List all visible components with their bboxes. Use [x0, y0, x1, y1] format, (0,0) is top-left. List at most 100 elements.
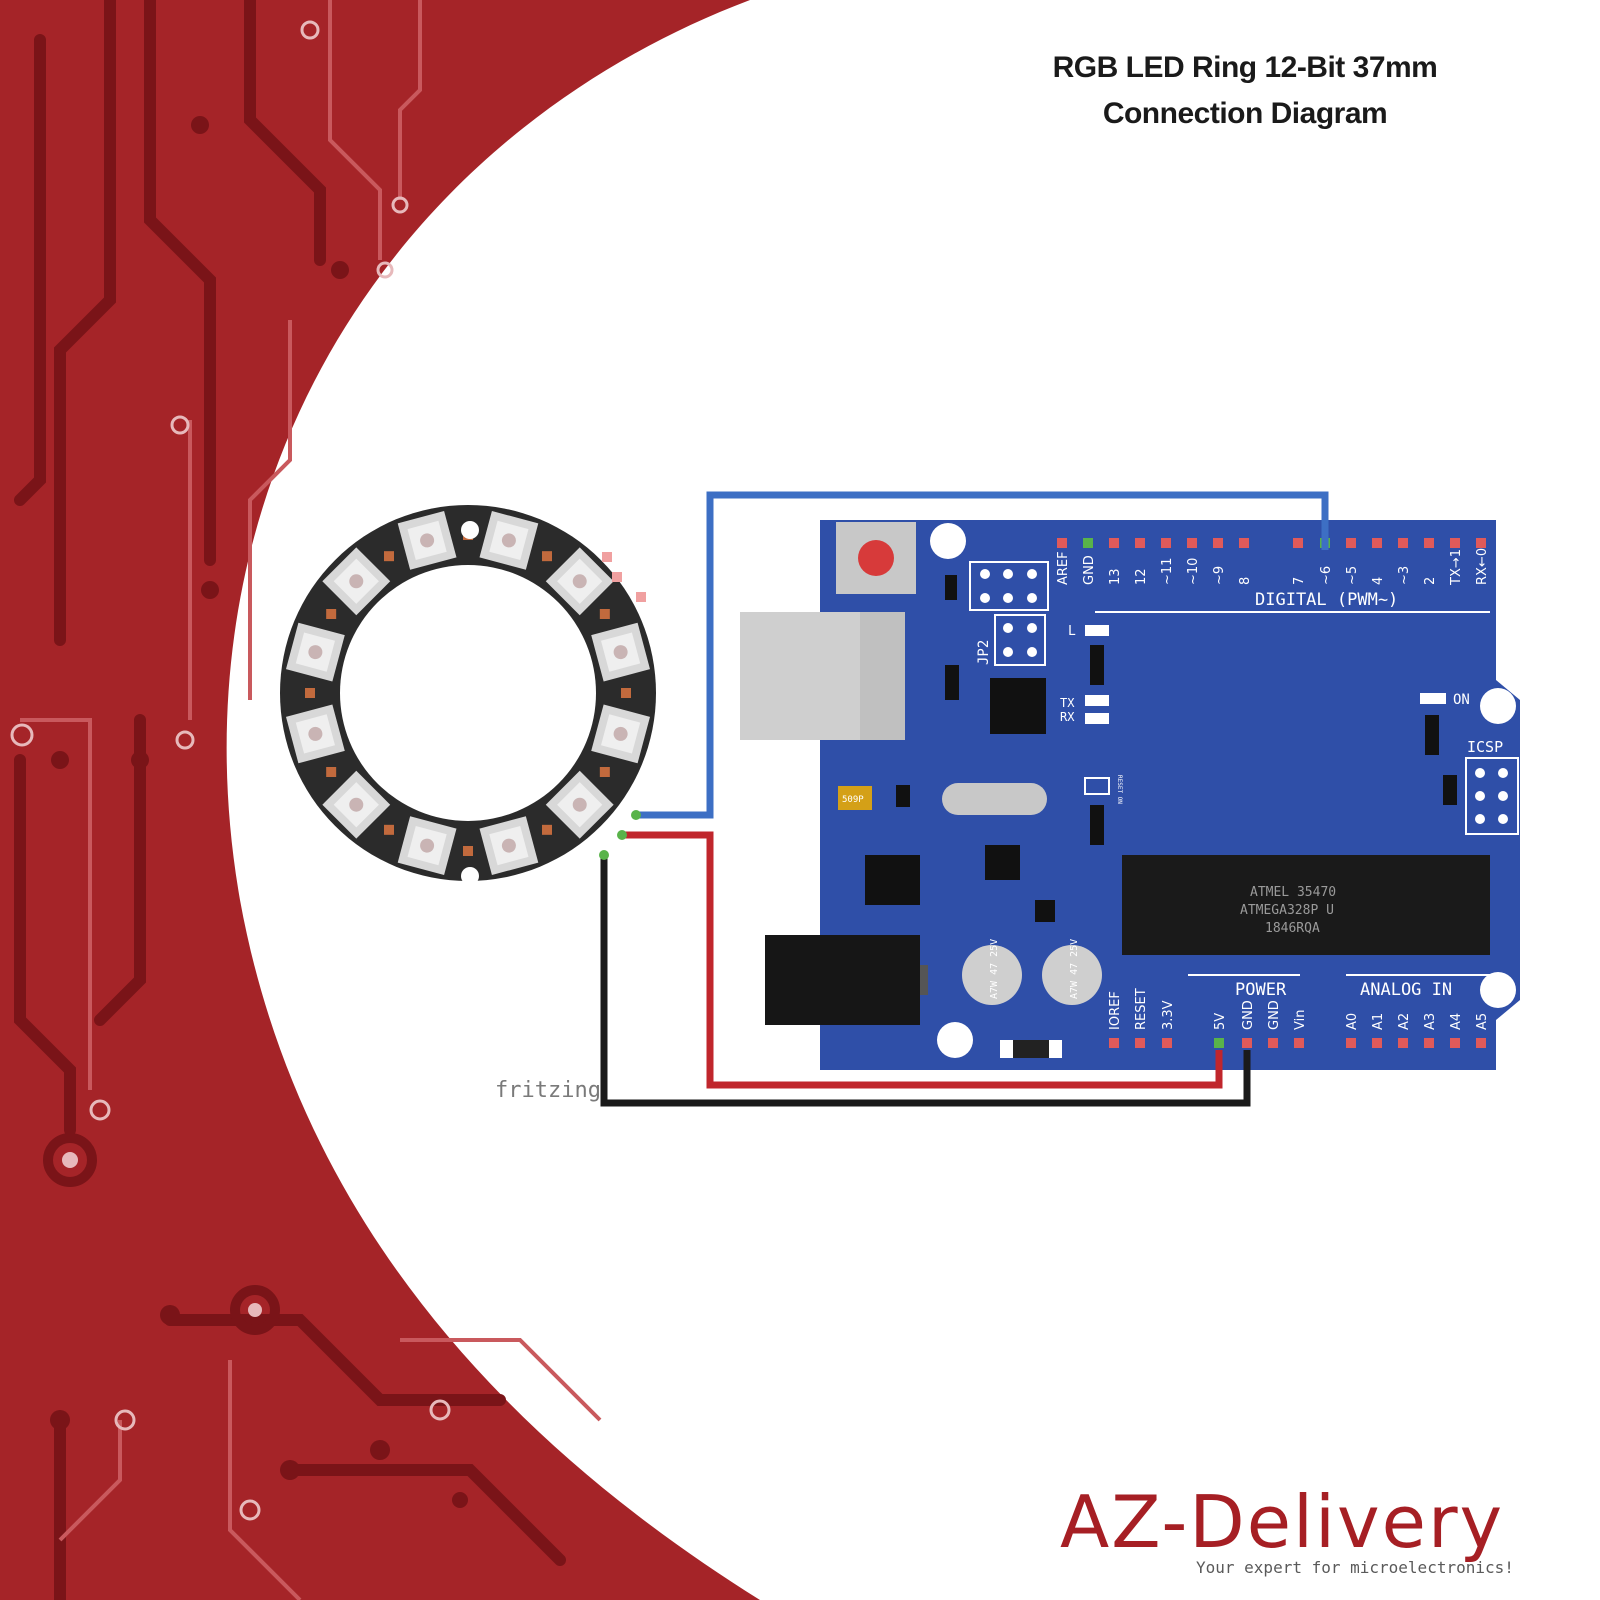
jp2-header: JP2: [969, 561, 1049, 666]
power-pin-label: 3.3V: [1161, 1000, 1176, 1030]
power-header-label: POWER: [1235, 980, 1287, 1000]
ring-smd-cap: [599, 767, 610, 777]
ring-smd-cap: [542, 824, 552, 835]
l-led-label: L: [1068, 624, 1076, 639]
ring-led: [479, 510, 539, 570]
power-pin: [1162, 1038, 1172, 1048]
brand-logo: AZ-Delivery Your expert for microelectro…: [1060, 1482, 1560, 1582]
power-pin: [1242, 1038, 1252, 1048]
digital-pin-label: ~3: [1397, 566, 1412, 585]
analog-pin: [1346, 1038, 1356, 1048]
digital-pin-label: 13: [1108, 568, 1123, 585]
on-label: ON: [1453, 692, 1470, 708]
digital-pin-label: TX→1: [1449, 549, 1464, 586]
svg-text:ATMEL 35470: ATMEL 35470: [1250, 885, 1336, 900]
digital-pin-label: 4: [1371, 577, 1386, 585]
ring-smd-cap: [326, 609, 337, 619]
analog-pin-label: A1: [1371, 1013, 1386, 1030]
analog-pin: [1398, 1038, 1408, 1048]
svg-text:509P: 509P: [842, 795, 864, 805]
title-line-2: Connection Diagram: [1102, 97, 1388, 130]
digital-pin: [1187, 538, 1197, 548]
ring-smd-cap: [384, 551, 394, 562]
digital-pin-label: ~9: [1212, 566, 1227, 585]
analog-pin-label: A4: [1449, 1013, 1464, 1030]
dc-jack: [765, 935, 928, 1025]
digital-pin-label: ~5: [1345, 566, 1360, 585]
svg-text:1846RQA: 1846RQA: [1265, 921, 1320, 936]
digital-pin: [1057, 538, 1067, 548]
digital-pin: [1424, 538, 1434, 548]
digital-pin: [1161, 538, 1171, 548]
digital-pin-label: RX←0: [1475, 548, 1490, 585]
ring-smd-cap: [326, 767, 337, 777]
ring-smd-cap: [305, 688, 315, 698]
analog-pin: [1476, 1038, 1486, 1048]
diagram-title: RGB LED Ring 12-Bit 37mm Connection Diag…: [985, 45, 1505, 137]
power-pin-label: IOREF: [1108, 991, 1123, 1030]
digital-pin-label: 12: [1134, 568, 1149, 585]
ring-led: [591, 622, 651, 682]
digital-pin: [1239, 538, 1249, 548]
title-line-1: RGB LED Ring 12-Bit 37mm: [1052, 51, 1438, 84]
brand-name: AZ-Delivery: [1060, 1480, 1505, 1564]
analog-pin-label: A2: [1397, 1013, 1412, 1030]
smd-components: [865, 575, 1457, 922]
power-pin: [1109, 1038, 1119, 1048]
ring-led: [397, 816, 457, 876]
power-pin: [1135, 1038, 1145, 1048]
digital-pin-label: ~6: [1319, 566, 1334, 585]
fritzing-watermark: fritzing: [495, 1078, 601, 1103]
ground-wire: [600, 855, 1251, 1107]
digital-pin-label: ~11: [1160, 558, 1175, 585]
usb-port: [740, 612, 905, 740]
digital-pin: [1213, 538, 1223, 548]
digital-pin-label: ~10: [1186, 558, 1201, 585]
ring-led: [285, 704, 345, 764]
analog-pin: [1450, 1038, 1460, 1048]
svg-text:RESET ON: RESET ON: [1116, 775, 1123, 804]
digital-pin: [1346, 538, 1356, 548]
power-pin-label: GND: [1241, 1000, 1256, 1030]
power-pin: [1214, 1038, 1224, 1048]
microcontroller-chip: ATMEL 35470 ATMEGA328P U 1846RQA: [1122, 855, 1490, 955]
tx-label: TX: [1060, 696, 1075, 710]
analog-pin: [1424, 1038, 1434, 1048]
wires: [599, 491, 1329, 1107]
svg-text:ATMEGA328P U: ATMEGA328P U: [1240, 903, 1334, 918]
digital-pin: [1109, 538, 1119, 548]
brand-tagline: Your expert for microelectronics!: [1196, 1558, 1514, 1577]
power-pin-label: RESET: [1134, 988, 1149, 1030]
digital-header-label: DIGITAL (PWM~): [1255, 590, 1398, 610]
power-pin-label: GND: [1267, 1000, 1282, 1030]
ring-leds: [285, 510, 651, 876]
svg-text:ICSP: ICSP: [1467, 738, 1503, 756]
ring-smd-cap: [599, 609, 610, 619]
svg-text:A7W 47 25V: A7W 47 25V: [1069, 939, 1080, 999]
digital-pin: [1293, 538, 1303, 548]
reset-button: [836, 522, 916, 594]
red-circuit-background: [0, 0, 760, 1600]
digital-pin-label: 2: [1423, 577, 1438, 585]
jp2-label: JP2: [976, 640, 992, 665]
analog-pin: [1372, 1038, 1382, 1048]
digital-pin: [1450, 538, 1460, 548]
digital-pin-label: 8: [1238, 577, 1253, 585]
analog-header-label: ANALOG IN: [1360, 980, 1452, 1000]
ring-led: [591, 704, 651, 764]
digital-pin: [1372, 538, 1382, 548]
ring-led: [397, 510, 457, 570]
analog-pin-label: A3: [1423, 1013, 1438, 1030]
analog-pin-label: A0: [1345, 1013, 1360, 1030]
power-pin-label: Vin: [1293, 1010, 1308, 1030]
arduino-uno-board: JP2 509P A7W 47 25V A7W 47 25V ATMEL 354…: [740, 520, 1520, 1070]
digital-pin: [1398, 538, 1408, 548]
rgb-led-ring: [280, 505, 656, 885]
data-wire: [636, 491, 1329, 819]
power-wire: [622, 831, 1223, 1089]
power-pin: [1294, 1038, 1304, 1048]
digital-pin-label: AREF: [1056, 551, 1071, 585]
crystal: 509P: [838, 783, 1047, 815]
